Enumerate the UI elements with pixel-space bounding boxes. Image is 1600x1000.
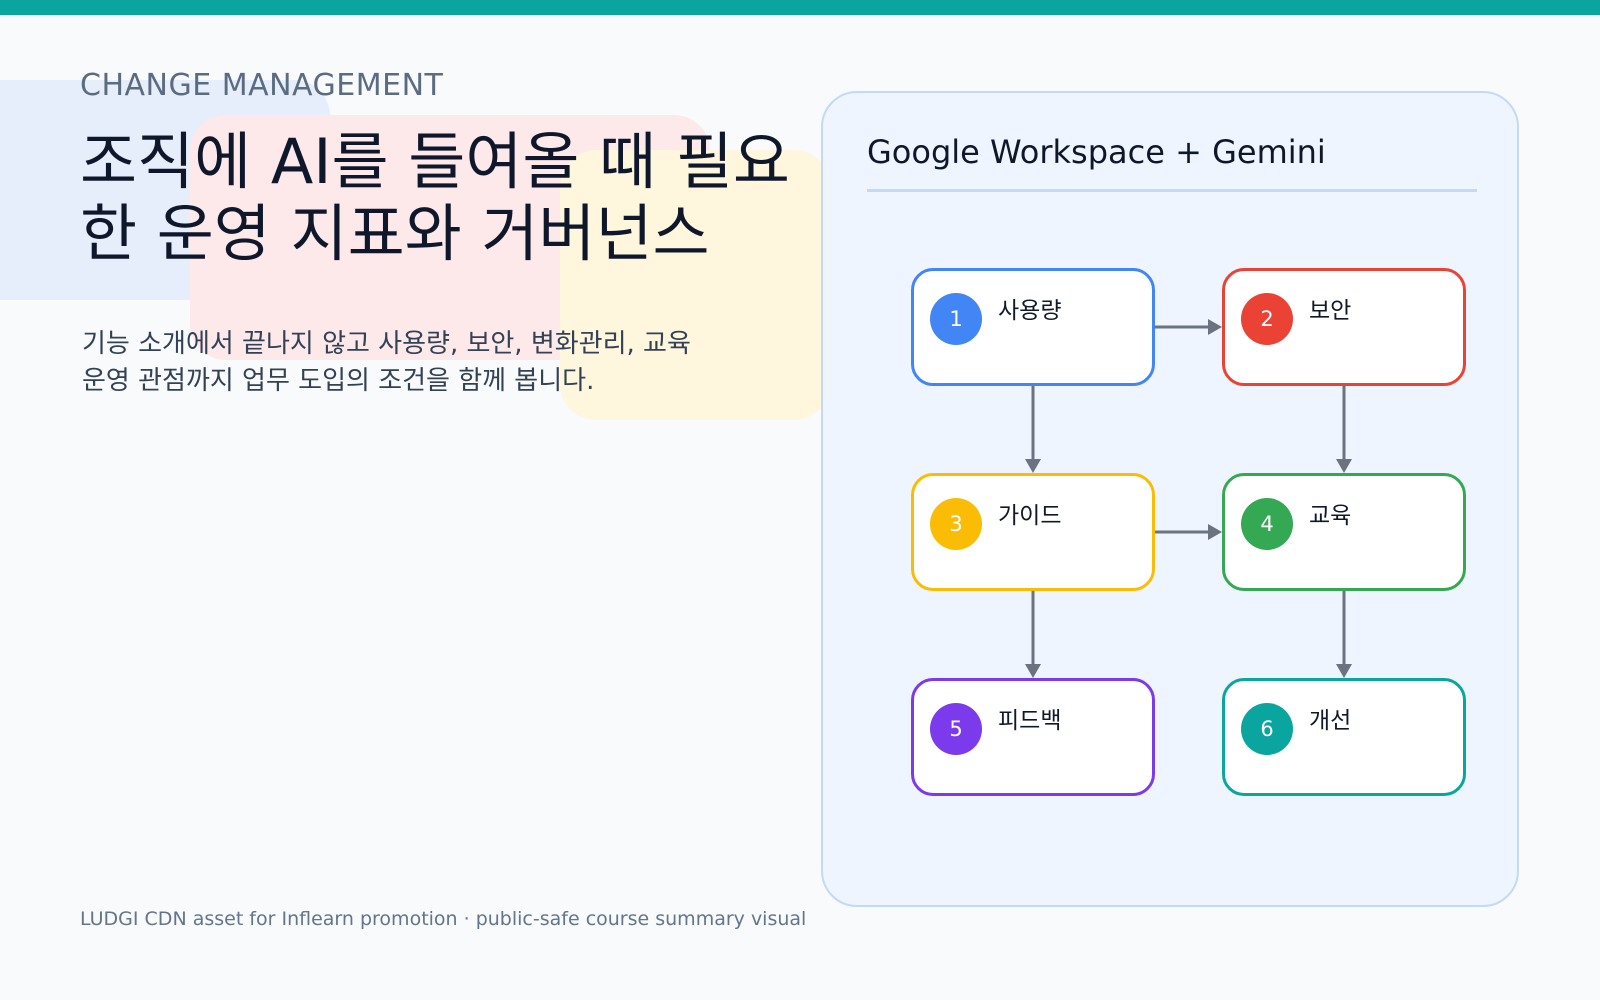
diagram-panel: Google Workspace + Gemini 1 사용량 2 보안 3 가…	[821, 91, 1519, 907]
flow-node-6: 6 개선	[1222, 678, 1466, 796]
step-number-badge: 2	[1241, 293, 1293, 345]
arrowhead-4-6	[1336, 664, 1352, 678]
step-label: 사용량	[998, 298, 1062, 324]
step-label: 보안	[1309, 298, 1352, 324]
step-number-badge: 6	[1241, 703, 1293, 755]
panel-divider	[867, 189, 1477, 192]
arrowhead-3-5	[1025, 664, 1041, 678]
arrowhead-3-4	[1208, 524, 1222, 540]
headline: 조직에 AI를 들여올 때 필요한 운영 지표와 거버넌스	[80, 125, 790, 270]
arrowhead-1-2	[1208, 319, 1222, 335]
footer-note: LUDGI CDN asset for Inflearn promotion ·…	[80, 908, 807, 930]
step-label: 교육	[1309, 503, 1352, 529]
flow-node-2: 2 보안	[1222, 268, 1466, 386]
decor-blob-yellow	[560, 150, 830, 420]
arrowhead-2-4	[1336, 459, 1352, 473]
step-label: 가이드	[998, 503, 1062, 529]
subtitle: 기능 소개에서 끝나지 않고 사용량, 보안, 변화관리, 교육 운영 관점까지…	[82, 329, 691, 396]
step-label: 개선	[1309, 708, 1352, 734]
panel-title: Google Workspace + Gemini	[867, 133, 1326, 171]
flow-node-3: 3 가이드	[911, 473, 1155, 591]
step-number-badge: 4	[1241, 498, 1293, 550]
step-label: 피드백	[998, 708, 1062, 734]
step-number-badge: 5	[930, 703, 982, 755]
step-number-badge: 1	[930, 293, 982, 345]
arrowhead-1-3	[1025, 459, 1041, 473]
step-number-badge: 3	[930, 498, 982, 550]
flow-node-1: 1 사용량	[911, 268, 1155, 386]
flow-node-4: 4 교육	[1222, 473, 1466, 591]
flow-arrows	[1025, 319, 1352, 678]
top-accent-bar	[0, 0, 1600, 15]
eyebrow-label: CHANGE MANAGEMENT	[80, 68, 444, 103]
flow-node-5: 5 피드백	[911, 678, 1155, 796]
